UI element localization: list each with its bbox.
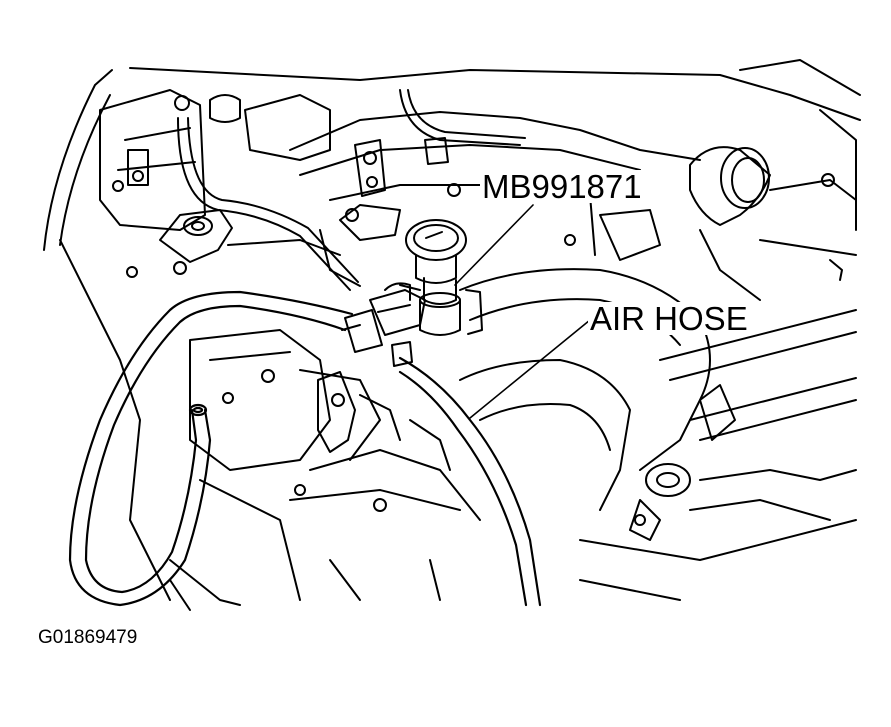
tool-number-label: MB991871 (480, 168, 644, 205)
air-hose-label: AIR HOSE (588, 300, 750, 337)
air-hose-icon (68, 290, 542, 607)
leader-lines (454, 204, 591, 419)
figure-code: G01869479 (38, 627, 138, 648)
engine-block (289, 89, 701, 287)
coolant-reservoir (99, 89, 331, 231)
radiator-support (169, 329, 481, 611)
mounting-bracket-left (126, 209, 341, 278)
hose-adapter (341, 289, 426, 367)
fender-outline (43, 59, 861, 601)
intake-manifold (459, 268, 857, 601)
pressure-gauge-icon (384, 219, 483, 336)
fitting-bracket (317, 371, 451, 471)
